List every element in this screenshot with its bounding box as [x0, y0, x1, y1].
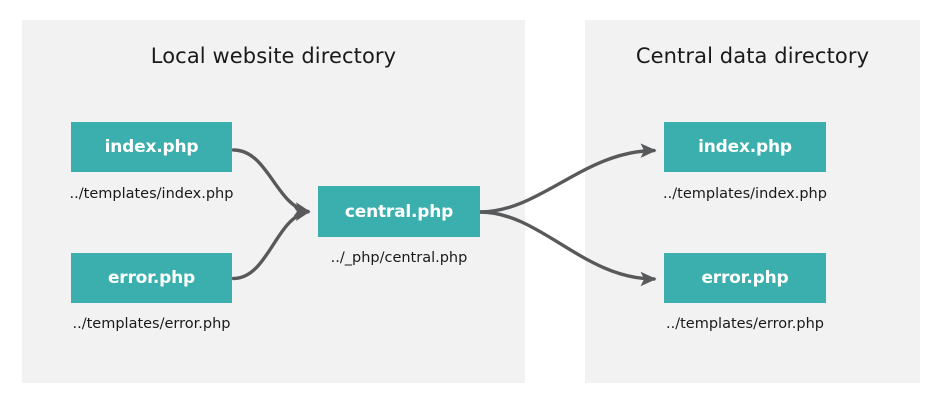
node-label: index.php — [698, 137, 792, 157]
node-label: central.php — [344, 201, 454, 222]
node-central-php[interactable]: central.php — [318, 186, 480, 237]
caption-local-index-php: ../templates/index.php — [69, 186, 234, 202]
node-label: index.php — [104, 137, 199, 157]
node-local-error-php[interactable]: error.php — [71, 253, 232, 303]
node-local-index-php[interactable]: index.php — [71, 122, 232, 172]
node-remote-error-php[interactable]: error.php — [664, 253, 826, 303]
caption-local-error-php: ../templates/error.php — [72, 316, 231, 332]
panel-title-central: Central data directory — [635, 44, 870, 68]
panel-title-local: Local website directory — [150, 44, 397, 68]
caption-central-php: ../_php/central.php — [330, 250, 468, 266]
caption-remote-index-php: ../templates/index.php — [663, 186, 827, 202]
caption-remote-error-php: ../templates/error.php — [666, 316, 824, 332]
node-label: error.php — [107, 268, 196, 288]
node-label: error.php — [701, 268, 789, 288]
node-remote-index-php[interactable]: index.php — [664, 122, 826, 172]
